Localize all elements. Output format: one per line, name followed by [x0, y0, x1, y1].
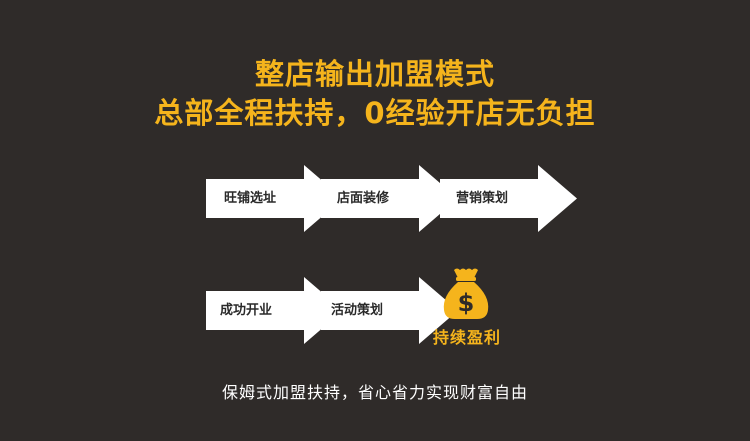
result-sustained-profit: $ 持续盈利: [426, 266, 508, 352]
step-label: 营销策划: [456, 191, 509, 206]
svg-text:$: $: [458, 289, 475, 317]
step-arrow-grand-opening: 成功开业: [206, 277, 343, 344]
step-label: 店面装修: [337, 191, 390, 206]
arrow-shape: [321, 277, 458, 344]
arrow-shape: [440, 165, 577, 232]
step-label: 旺铺选址: [224, 191, 277, 206]
step-label: 成功开业: [220, 303, 273, 318]
arrow-shape: [206, 277, 343, 344]
step-arrow-marketing-planning: 营销策划: [440, 165, 577, 232]
arrow-shape: [321, 165, 458, 232]
step-arrow-event-planning: 活动策划: [321, 277, 458, 344]
headline-line-2: 总部全程扶持，0经验开店无负担: [154, 96, 596, 130]
headline-line-1: 整店输出加盟模式: [254, 57, 495, 91]
step-label: 活动策划: [331, 303, 384, 318]
arrow-shape: [206, 165, 343, 232]
step-arrow-site-selection: 旺铺选址: [206, 165, 343, 232]
footer-slogan: 保姆式加盟扶持，省心省力实现财富自由: [221, 383, 528, 402]
step-arrow-store-decoration: 店面装修: [321, 165, 458, 232]
money-bag-icon: $: [443, 268, 489, 319]
result-label: 持续盈利: [432, 328, 501, 347]
